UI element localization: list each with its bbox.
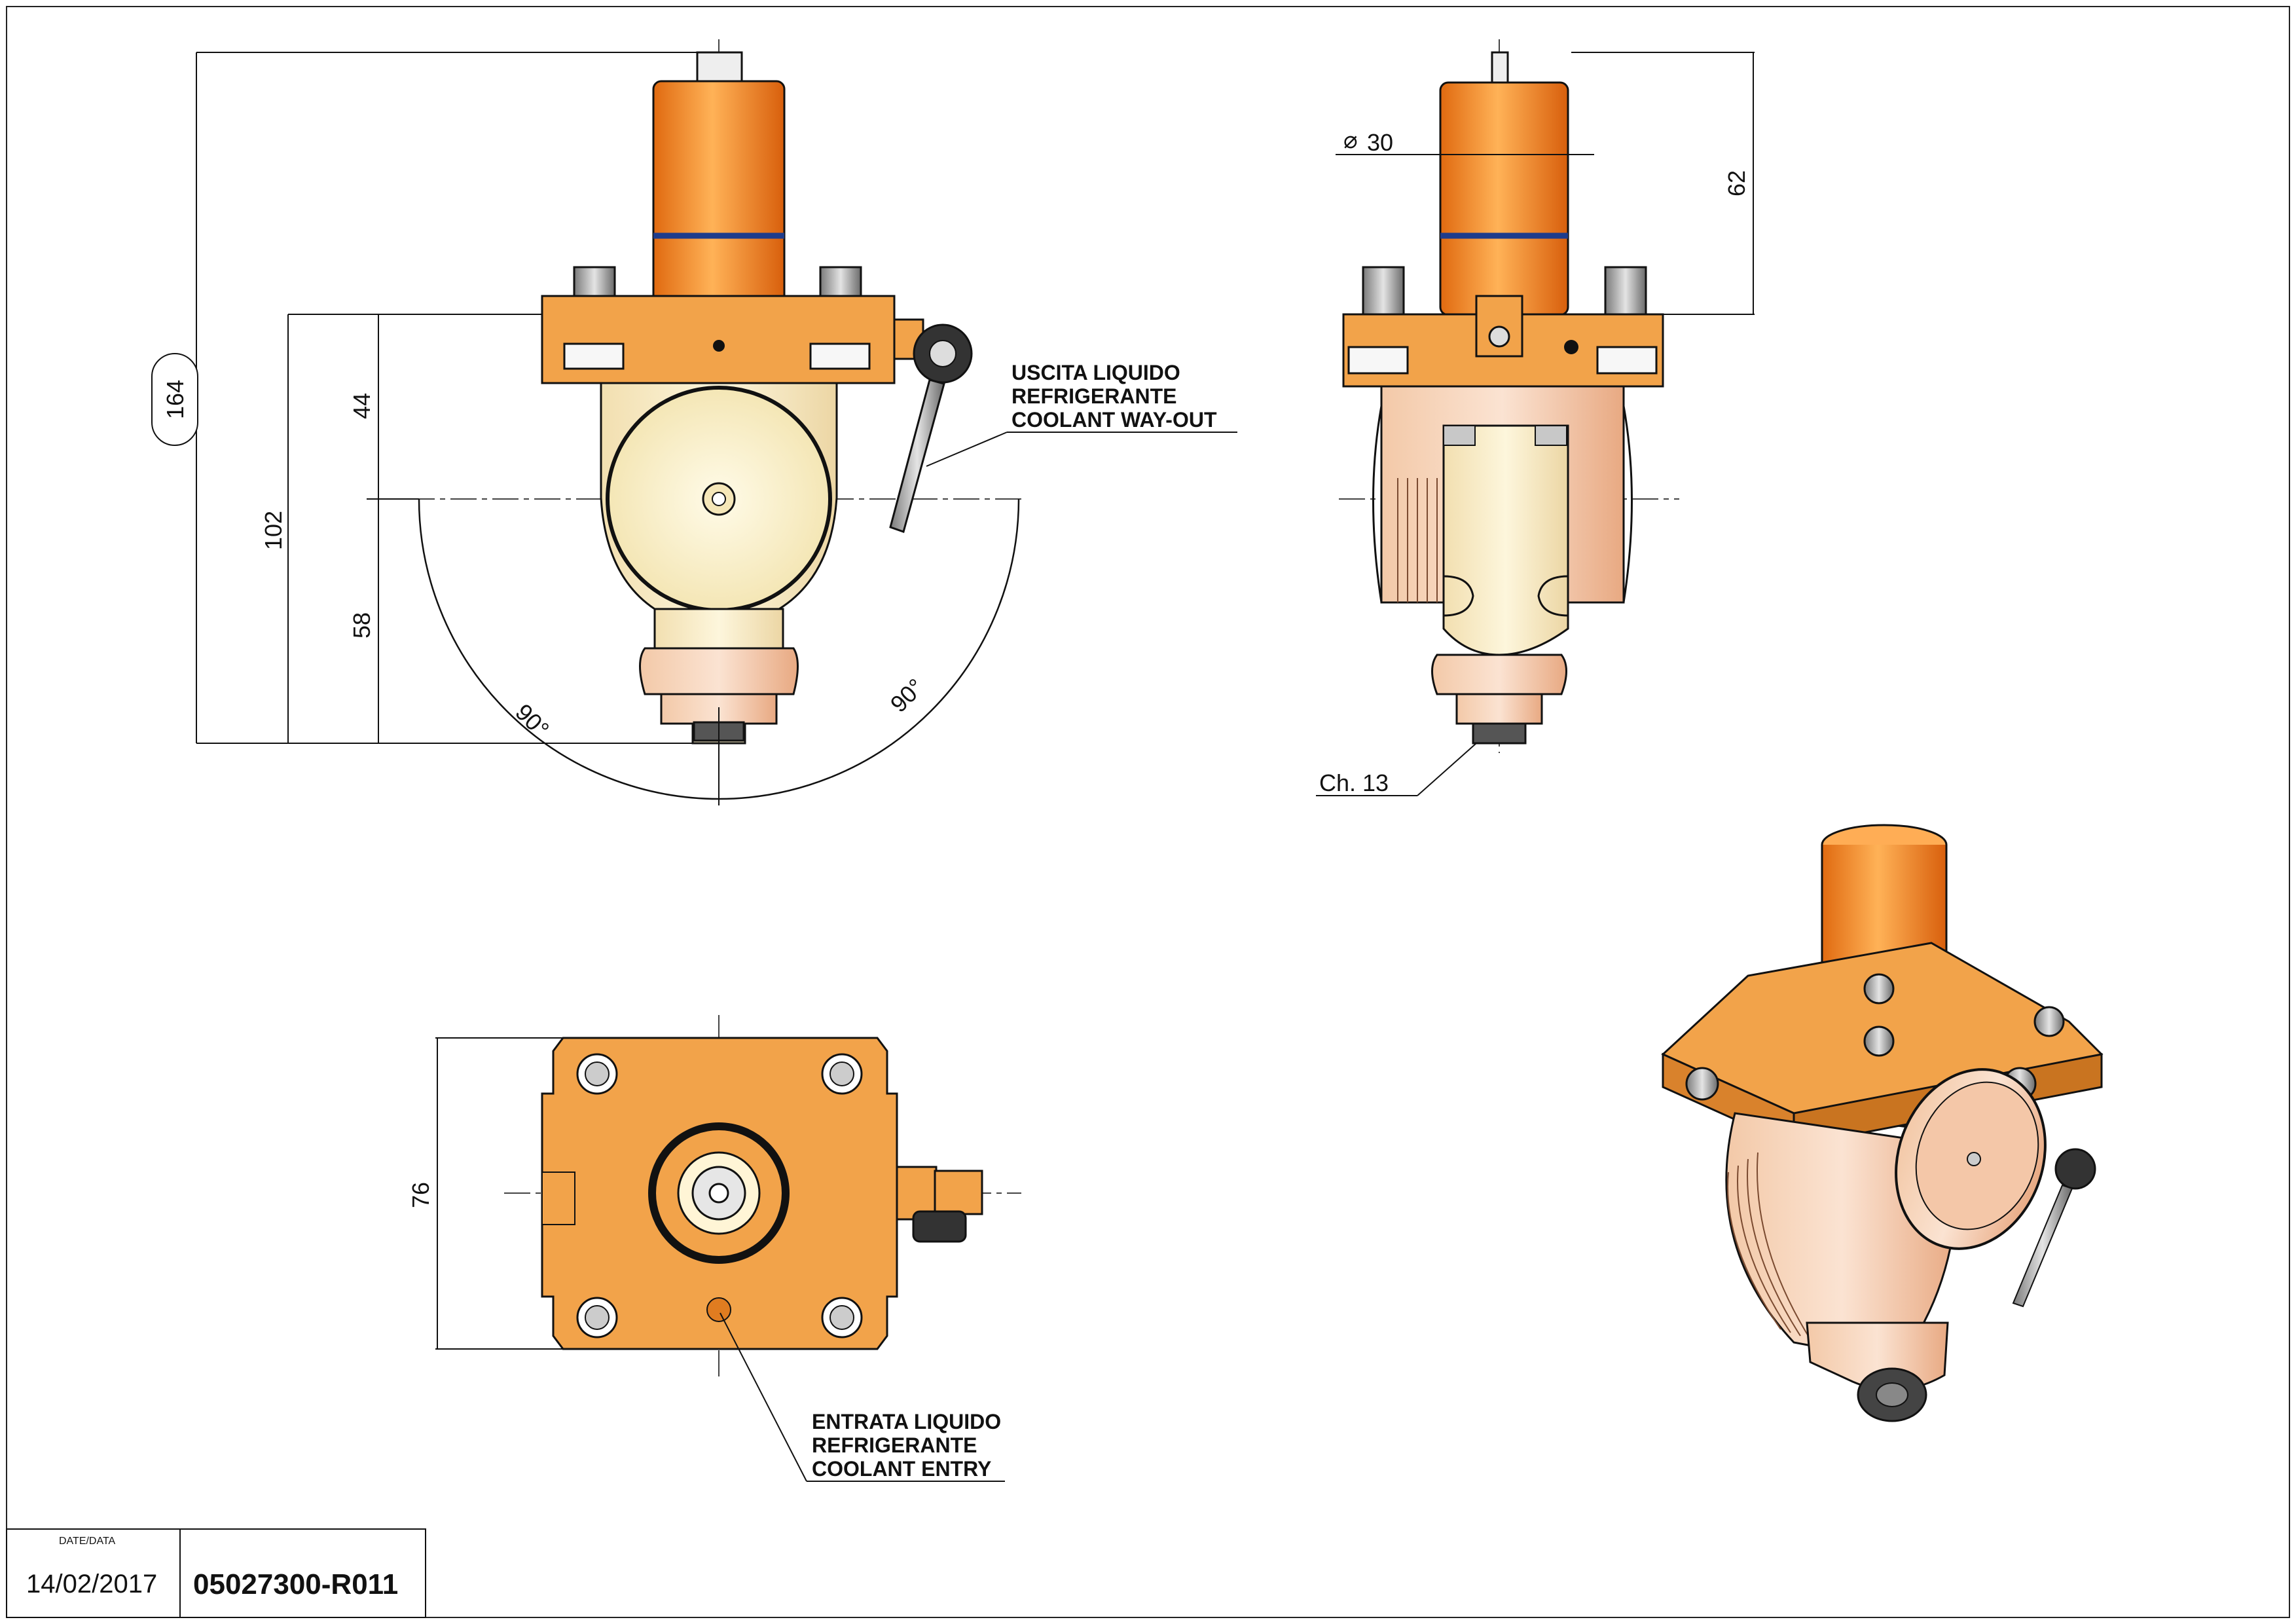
angle-left-label: 90° <box>510 699 554 743</box>
dimension-62: 62 <box>1723 170 1750 196</box>
date-label: DATE/DATA <box>59 1536 116 1547</box>
title-block: DATE/DATA 14/02/2017 05027300-R011 <box>6 1528 426 1618</box>
motor-cylinder <box>652 80 786 315</box>
drawing-code: 05027300-R011 <box>193 1568 398 1600</box>
angle-right-label: 90° <box>885 673 929 717</box>
dimension-58: 58 <box>348 612 375 638</box>
dimension-76: 76 <box>407 1182 434 1208</box>
isometric-view <box>1661 824 2104 1422</box>
drawing-date: 14/02/2017 <box>26 1570 157 1598</box>
coolant-in-line-3: COOLANT ENTRY <box>812 1457 991 1481</box>
top-view: 76 ENTRATA LIQUIDO REFRIGERANTE COOLANT … <box>407 1015 1021 1482</box>
dimension-44: 44 <box>348 393 375 419</box>
coolant-in-line-2: REFRIGERANTE <box>812 1433 977 1457</box>
side-motor-cylinder <box>1439 81 1569 316</box>
front-view: 90° 90° 164 102 44 58 USCITA LIQUIDO REF… <box>151 39 1237 805</box>
dimension-diameter: 30 <box>1367 129 1393 156</box>
diameter-symbol: ⌀ <box>1343 126 1358 153</box>
dimension-102: 102 <box>260 511 287 550</box>
dimension-164: 164 <box>162 380 189 419</box>
coolant-out-line-2: REFRIGERANTE <box>1011 384 1176 408</box>
coolant-out-line-3: COOLANT WAY-OUT <box>1011 408 1217 432</box>
sheet-border <box>6 6 2290 1618</box>
coolant-in-line-1: ENTRATA LIQUIDO <box>812 1410 1001 1433</box>
side-view: ⌀ 30 62 Ch. 13 <box>1316 39 1755 796</box>
coolant-out-line-1: USCITA LIQUIDO <box>1011 361 1180 384</box>
wrench-size-label: Ch. 13 <box>1319 769 1389 796</box>
